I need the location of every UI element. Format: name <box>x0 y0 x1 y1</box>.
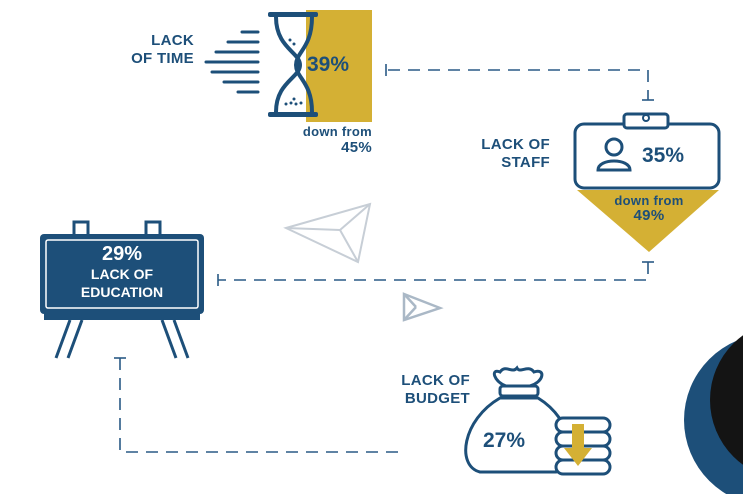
paper-plane-icon <box>283 202 372 264</box>
money-bag-icon <box>464 365 572 474</box>
time-down-note: down from 45% <box>270 124 372 156</box>
down-arrow-icon <box>564 424 592 466</box>
time-label-line1: LACK <box>151 32 194 49</box>
staff-down-value: 49% <box>633 207 665 224</box>
budget-label: LACK OF BUDGET <box>364 372 470 408</box>
time-down-value: 45% <box>341 139 372 156</box>
time-label: LACK OF TIME <box>100 32 194 68</box>
time-percent: 39% <box>307 53 350 76</box>
easel-icon <box>40 220 204 359</box>
budget-label-line2: BUDGET <box>404 390 470 407</box>
connector-ticks <box>114 64 654 359</box>
corner-circle-decoration <box>684 335 743 494</box>
staff-down-label: down from <box>614 193 684 208</box>
small-paper-plane-icon <box>402 292 444 322</box>
education-label-line2: EDUCATION <box>80 284 164 300</box>
hourglass-gold-fill <box>306 10 372 122</box>
speed-lines-icon <box>204 30 260 94</box>
staff-label-line1: LACK OF <box>481 136 550 153</box>
budget-label-line1: LACK OF <box>401 372 470 389</box>
education-percent: 29% <box>101 243 143 265</box>
education-label-line1: LACK OF <box>90 266 154 282</box>
connector-time-staff <box>388 69 649 100</box>
staff-label: LACK OF STAFF <box>440 136 550 172</box>
hourglass-icon <box>268 10 372 122</box>
staff-down-note: down from 49% <box>594 193 704 223</box>
connector-education-budget <box>119 358 400 453</box>
connector-staff-education <box>218 262 649 281</box>
staff-label-line2: STAFF <box>501 154 550 171</box>
budget-percent: 27% <box>483 429 526 452</box>
time-down-label: down from <box>302 124 372 139</box>
staff-percent: 35% <box>642 144 685 167</box>
time-label-line2: OF TIME <box>131 50 194 67</box>
id-badge-icon <box>573 112 721 252</box>
dashed-connectors <box>119 69 649 453</box>
badge-gold-pennant <box>577 190 719 252</box>
education-board-text: 29% LACK OF EDUCATION <box>46 243 198 301</box>
